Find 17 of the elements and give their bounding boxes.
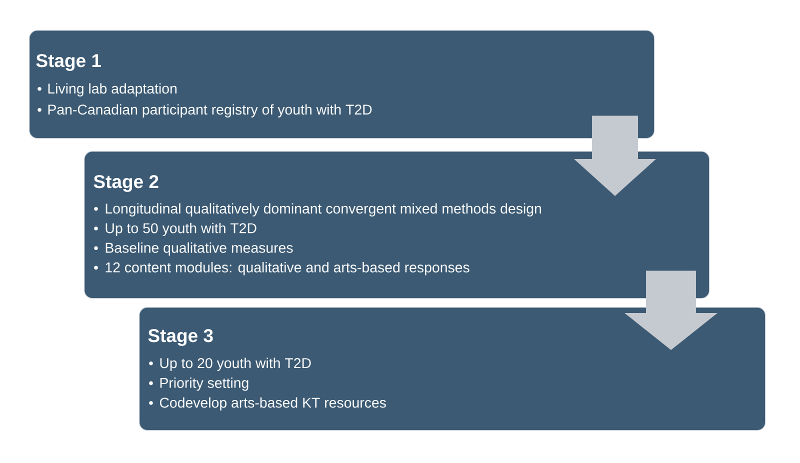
bullet-item: Baseline qualitative measures [106,242,293,256]
bullet-item: 12 content modules: qualitative and arts-based responses [106,262,470,276]
bullet-item: Living lab adaptation [48,83,177,96]
stage-box [29,30,655,139]
down-arrow [624,270,718,350]
stage-box [139,307,766,431]
stage-heading: Stage 3 [148,329,213,346]
bullet-item: Priority setting [160,378,248,391]
down-arrow [574,116,656,196]
stage-box [84,151,710,299]
bullet-item: Up to 20 youth with T2D [160,358,311,371]
bullet-item: Up to 50 youth with T2D [106,222,256,236]
bullet-item: Longitudinal qualitatively dominant convergent mixed methods design [106,203,542,216]
stage-heading: Stage 2 [94,175,158,192]
bullet-item: Codevelop arts-based KT resources [160,397,386,411]
bullet-item: Pan-Canadian participant registry of youth with T2D [48,104,372,118]
stage-heading: Stage 1 [36,54,101,71]
